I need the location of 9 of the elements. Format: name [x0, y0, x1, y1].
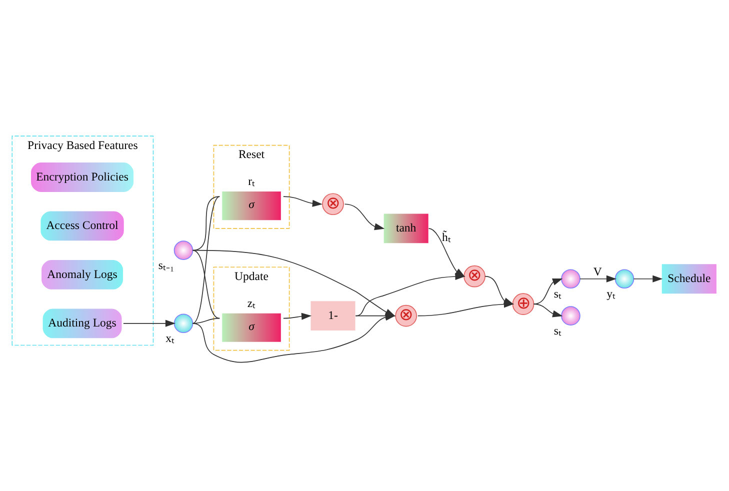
node-label: yₜ	[606, 287, 616, 300]
node-label: sₜ	[554, 287, 562, 300]
edge-label: V	[593, 265, 602, 278]
node-label: sₜ₋₁	[158, 258, 174, 272]
node-label: rₜ	[248, 174, 256, 188]
edge-label: h̃ₜ	[442, 230, 451, 244]
node-label: sₜ	[554, 324, 562, 337]
node-label: zₜ	[247, 296, 256, 310]
node-label: xₜ	[166, 332, 174, 345]
